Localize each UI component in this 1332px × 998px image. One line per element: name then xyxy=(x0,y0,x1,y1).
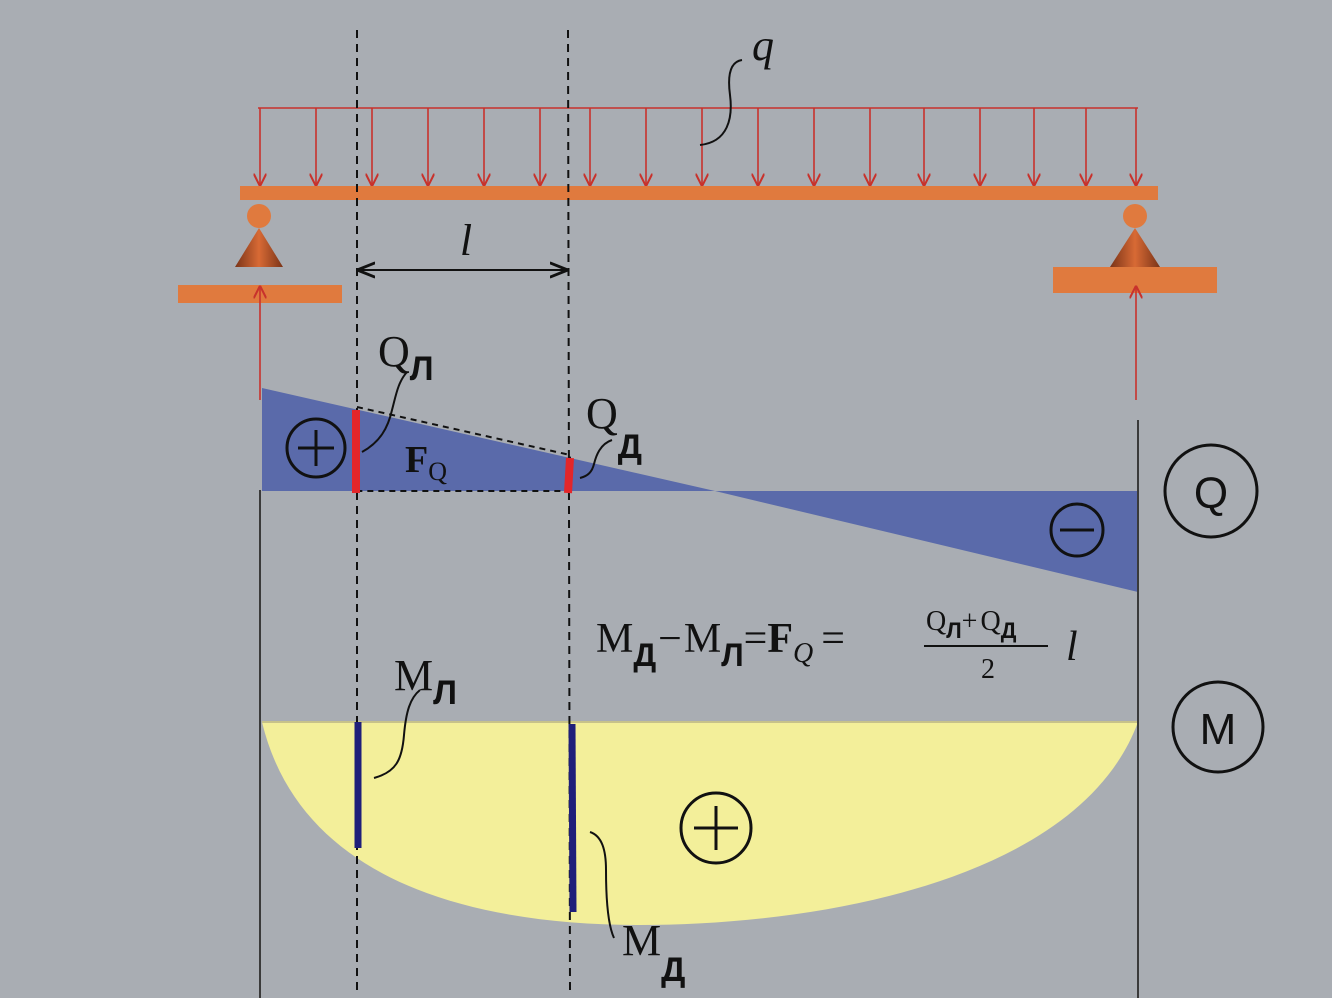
m-left-leader xyxy=(373,689,421,779)
formula-m2: M xyxy=(684,616,721,662)
q-right-subscript: Д xyxy=(618,428,642,466)
m-right-symbol: M xyxy=(622,916,661,965)
svg-text:M: M xyxy=(1200,705,1237,754)
span-label: l xyxy=(460,216,472,265)
q-right-leader xyxy=(579,439,613,479)
formula-minus: − xyxy=(658,616,682,662)
m-left-symbol: M xyxy=(394,651,433,700)
moment-plus-sign xyxy=(679,791,753,865)
formula-eq2: = xyxy=(821,616,845,662)
formula-f-sub: Q xyxy=(793,638,813,669)
formula-num-q1: Q xyxy=(926,606,946,637)
m-left-subscript: Л xyxy=(433,674,457,712)
formula-l: l xyxy=(1066,624,1078,670)
formula-num-plus: + xyxy=(962,606,978,637)
m-right-subscript: Д xyxy=(661,951,685,989)
m-diagram-label: M xyxy=(1171,680,1265,774)
formula-m1-sub: Д xyxy=(633,637,656,673)
svg-text:Q: Q xyxy=(1194,469,1228,518)
shear-minus-sign xyxy=(1049,502,1105,558)
q-right-section-mark xyxy=(564,457,574,494)
formula-denominator: 2 xyxy=(981,654,995,685)
m-right-label: MД xyxy=(622,916,685,989)
area-fq-symbol: F xyxy=(405,439,428,481)
area-fq-subscript: Q xyxy=(428,457,447,486)
m-right-leader xyxy=(589,831,615,939)
area-fq-label: FQ xyxy=(405,439,447,486)
formula-num-q2-sub: Д xyxy=(1001,618,1017,643)
formula-left-side: MД−MЛ=FQ= xyxy=(596,616,845,673)
formula-eq1: = xyxy=(744,616,768,662)
q-right-symbol: Q xyxy=(586,389,618,438)
formula-f: F xyxy=(767,616,793,662)
q-left-leader xyxy=(361,371,408,453)
shear-diagram-negative xyxy=(715,491,1138,592)
m-left-label: MЛ xyxy=(394,651,457,712)
q-right-label: QД xyxy=(586,389,642,466)
formula-num-q1-sub: Л xyxy=(946,618,961,643)
beam xyxy=(240,186,1158,200)
formula-m2-sub: Л xyxy=(721,637,743,673)
shear-plus-sign xyxy=(285,417,347,479)
load-leader xyxy=(699,59,743,146)
shear-diagram-positive xyxy=(262,388,715,491)
load-label: q xyxy=(752,21,774,70)
formula-numerator: QЛ+QД xyxy=(926,606,1017,643)
moment-diagram xyxy=(262,722,1138,925)
q-diagram-label: Q xyxy=(1163,443,1259,539)
formula-m1: M xyxy=(596,616,633,662)
q-left-subscript: Л xyxy=(410,350,434,388)
right-support xyxy=(1053,204,1217,293)
distributed-load-arrows xyxy=(258,107,1138,185)
formula-num-q2: Q xyxy=(980,606,1000,637)
m-right-section-mark xyxy=(568,723,577,913)
q-left-symbol: Q xyxy=(378,327,410,376)
formula: MД−MЛ=FQ= QЛ+QД 2 l xyxy=(596,606,1078,685)
q-left-label: QЛ xyxy=(378,327,434,388)
